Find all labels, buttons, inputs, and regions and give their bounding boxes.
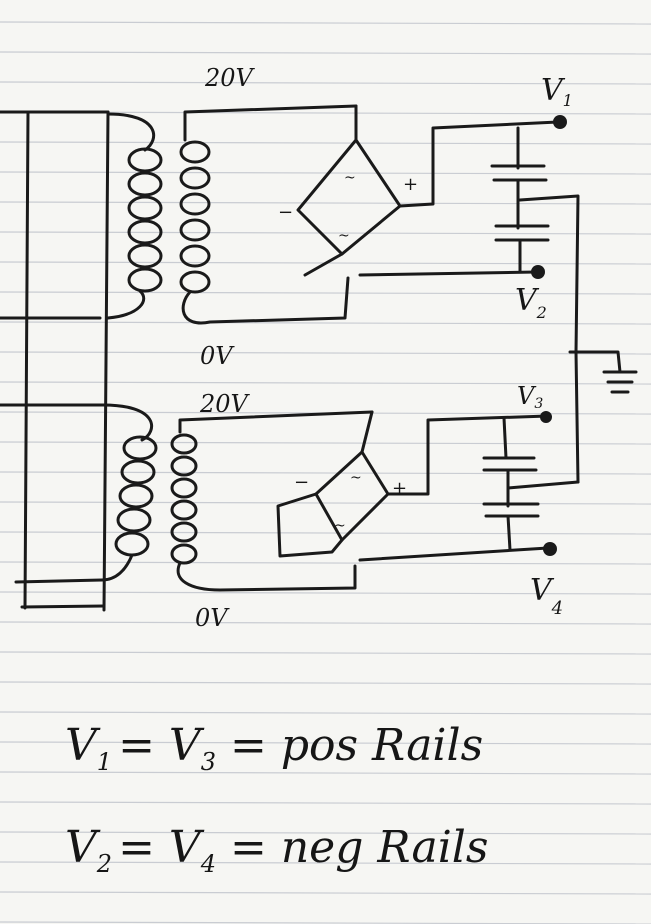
secondary-winding-bottom (170, 410, 374, 592)
primary-winding-bottom (98, 403, 158, 582)
ruled-line (0, 771, 651, 775)
ruled-line (0, 291, 651, 295)
terminal-v1 (553, 115, 567, 129)
bridge-top-ac-1: ~ (344, 170, 356, 186)
ruled-line (0, 801, 651, 805)
note-line-negative: V2= V4= neg Rails (65, 822, 488, 878)
terminal-v4 (543, 542, 557, 556)
label-v2: V2 (515, 283, 547, 322)
ground-symbol (568, 350, 638, 484)
bridge-rectifier-top (296, 104, 560, 277)
bridge-rectifier-bottom (276, 410, 550, 562)
bridge-bottom-minus: − (294, 472, 309, 493)
ruled-line (0, 351, 651, 355)
ruled-lines (0, 21, 651, 924)
ruled-line (0, 711, 651, 715)
note-line-positive: V1= V3= pos Rails (65, 720, 483, 776)
capacitor-bank-top (490, 126, 580, 354)
ruled-line (0, 51, 651, 55)
ruled-line (0, 21, 651, 25)
label-top-0v: 0V (200, 342, 235, 370)
transformer-core (0, 110, 110, 612)
ruled-line (0, 321, 651, 325)
terminal-v2 (531, 265, 545, 279)
ruled-line (0, 171, 651, 175)
capacitor-bank-bottom (482, 416, 580, 552)
ruled-line (0, 471, 651, 475)
ruled-line (0, 681, 651, 685)
ruled-line (0, 501, 651, 505)
notes-block: V1= V3= pos Rails V2= V4= neg Rails (65, 720, 488, 878)
bridge-bottom-plus: + (392, 478, 407, 499)
label-v3: V3 (517, 382, 543, 412)
label-top-20v: 20V (204, 64, 256, 92)
ruled-line (0, 231, 651, 235)
ruled-line (0, 201, 651, 205)
ruled-line (0, 381, 651, 385)
ruled-line (0, 141, 651, 145)
secondary-winding-top (179, 104, 358, 325)
label-v1: V1 (541, 73, 573, 110)
ruled-line (0, 561, 651, 565)
ruled-line (0, 831, 651, 835)
bridge-bottom-ac-1: ~ (350, 470, 362, 486)
output-terminals (531, 115, 567, 556)
bridge-top-minus: − (278, 202, 293, 223)
ruled-line (0, 621, 651, 625)
primary-winding-top (106, 112, 163, 320)
terminal-v3 (540, 411, 552, 423)
bridge-top-ac-2: ~ (338, 228, 350, 244)
bridge-bottom-ac-2: ~ (334, 518, 346, 534)
label-v4: V4 (530, 573, 563, 619)
ruled-line (0, 591, 651, 595)
ruled-line (0, 81, 651, 85)
ruled-line (0, 441, 651, 445)
ruled-line (0, 531, 651, 535)
ruled-line (0, 741, 651, 745)
ruled-line (0, 651, 651, 655)
ruled-line (0, 861, 651, 865)
bridge-top-plus: + (403, 174, 418, 195)
ruled-line (0, 891, 651, 895)
label-bottom-0v: 0V (195, 604, 230, 632)
label-bottom-20v: 20V (199, 390, 251, 418)
